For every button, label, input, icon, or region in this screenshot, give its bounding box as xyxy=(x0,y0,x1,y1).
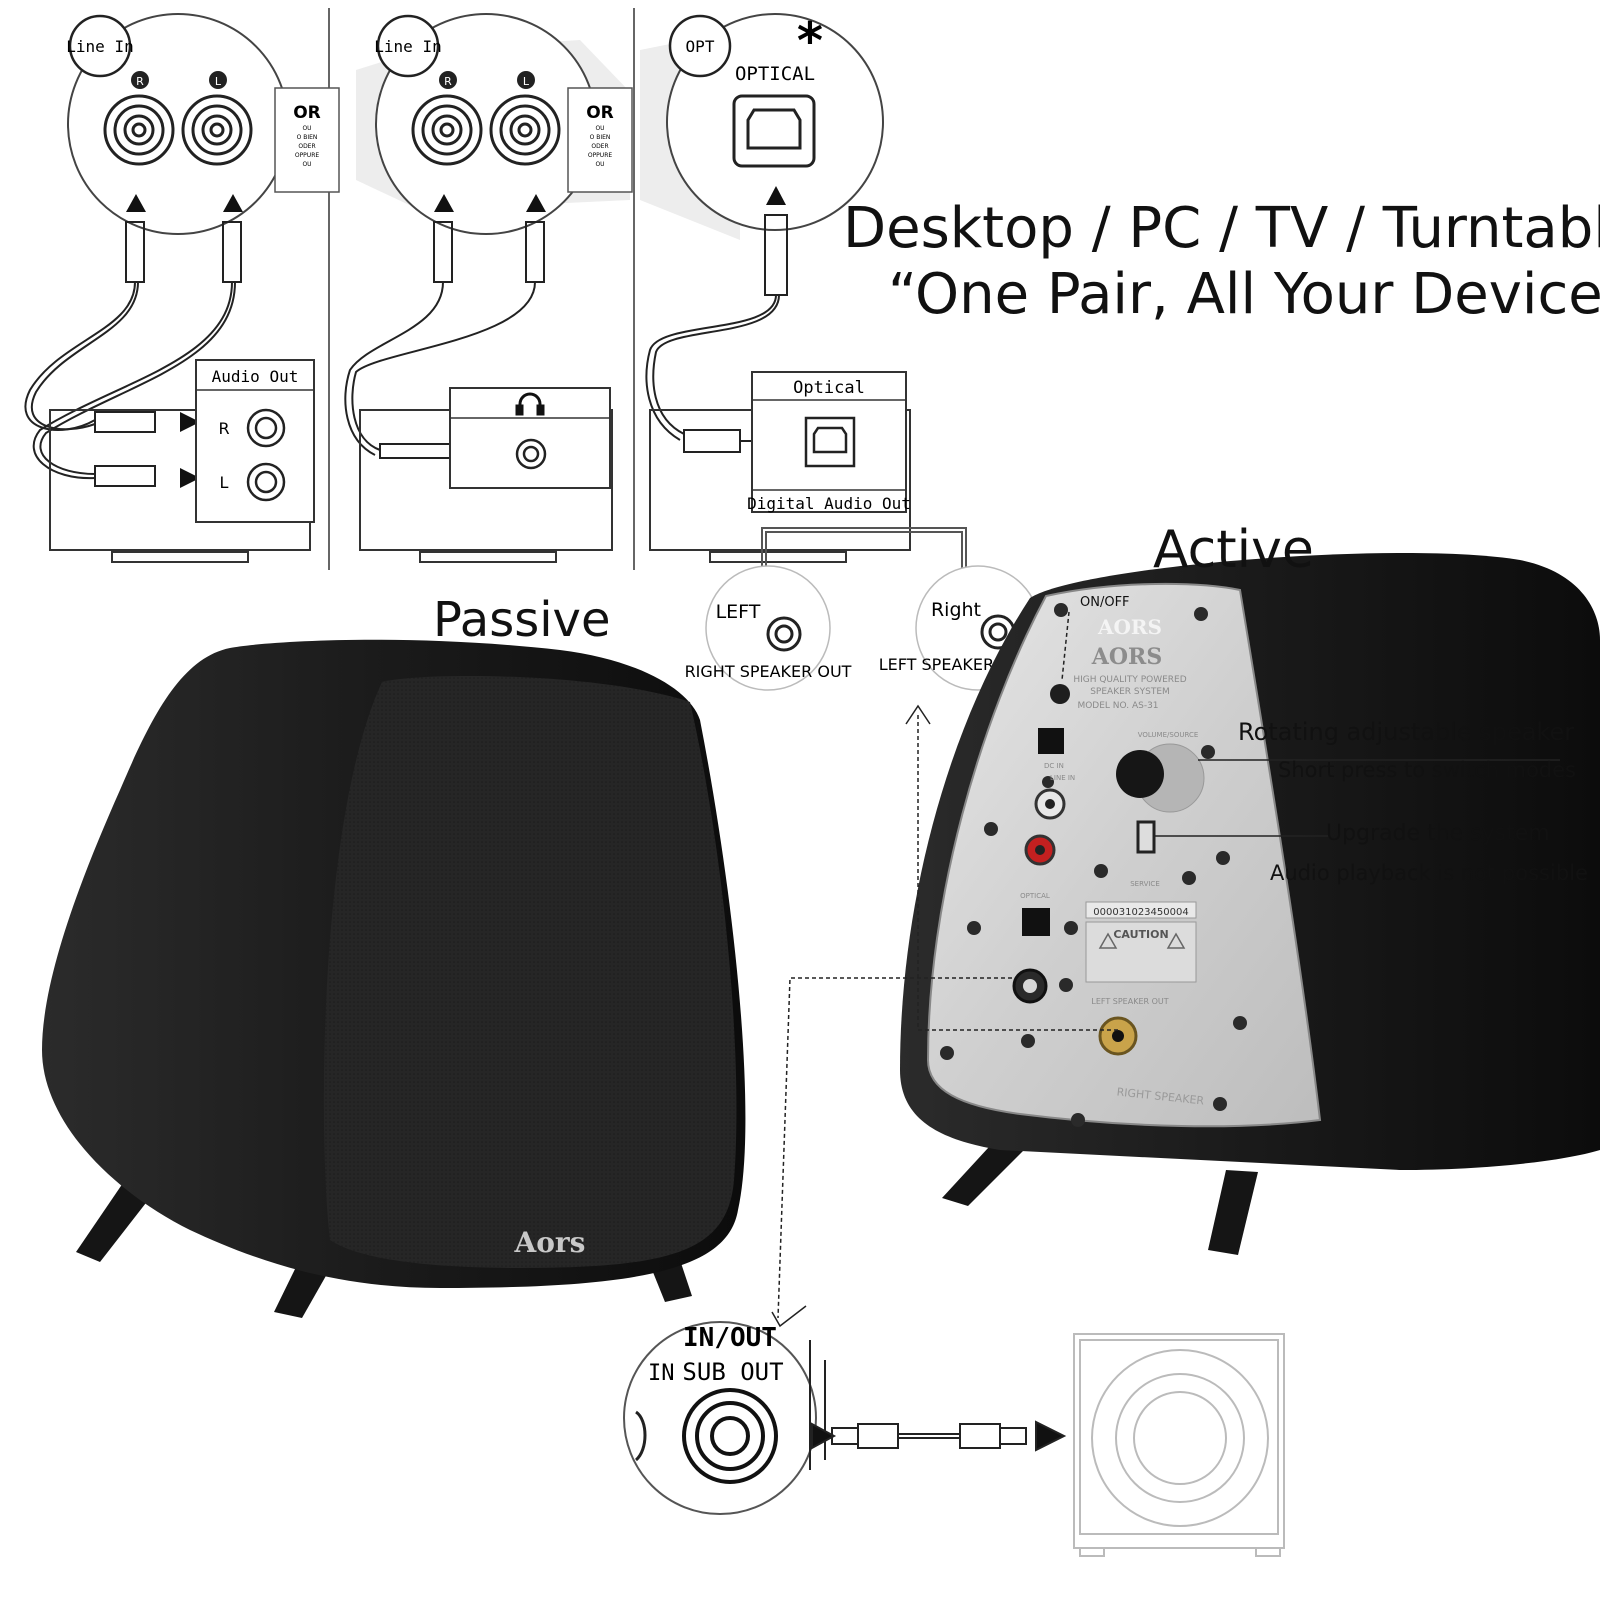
panel-model-2: SPEAKER SYSTEM xyxy=(1090,687,1170,697)
sub-side-label: IN xyxy=(648,1361,675,1386)
rca-input-red xyxy=(1024,834,1056,866)
optical-label: OPTICAL xyxy=(1020,892,1050,900)
panel-3-asterisk: * xyxy=(797,12,823,70)
feature-short-press: Short press to switch modes xyxy=(1278,758,1576,782)
subwoofer-icon xyxy=(1073,1333,1285,1557)
panel-1-r-marker: R xyxy=(136,75,144,88)
sub-out-callout: IN/OUT IN SUB OUT xyxy=(623,1321,826,1515)
sub-jack-icon xyxy=(682,1388,778,1484)
panel-1-source-title: Audio Out xyxy=(212,367,299,386)
feature-audio-not-possible: Audio playback is not possible xyxy=(1270,861,1588,885)
caution-label: CAUTION xyxy=(1113,928,1168,941)
sub-cable xyxy=(811,1420,1067,1452)
panel-1-source-l: L xyxy=(220,473,229,492)
speaker-out-left-title: LEFT xyxy=(716,601,761,623)
feature-upgrade: Upgrade the system xyxy=(1326,821,1550,846)
feature-rotating: Rotating adjustable speaker xyxy=(1238,718,1575,746)
panel-1-source-r: R xyxy=(218,419,229,438)
optical-port-icon xyxy=(804,416,856,468)
sub-header: IN/OUT xyxy=(683,1323,777,1353)
speaker-out-right-title: Right xyxy=(931,599,981,621)
speaker-binding-post xyxy=(1098,1016,1138,1056)
headline-line-1: Desktop / PC / TV / Turntable xyxy=(843,196,1600,261)
panel-3-badge: OPT xyxy=(686,37,715,56)
panel-2-r-marker: R xyxy=(444,75,452,88)
power-button[interactable] xyxy=(1050,684,1070,704)
sub-out-jack xyxy=(1012,968,1048,1004)
serial-number: 000031023450004 xyxy=(1093,907,1188,918)
dc-in-port xyxy=(1038,728,1064,754)
rca-input-white xyxy=(1034,788,1066,820)
rca-jack-icon xyxy=(411,94,561,166)
headline-line-2: “One Pair, All Your Devices xyxy=(888,262,1600,327)
panel-2-l-marker: L xyxy=(523,75,530,88)
active-label: Active xyxy=(1153,520,1314,580)
volume-label: VOLUME/SOURCE xyxy=(1138,731,1199,739)
panel-brand-engraved: AORS xyxy=(1091,644,1162,670)
service-label: SERVICE xyxy=(1130,880,1160,888)
callout-leaders xyxy=(771,611,1560,1328)
volume-knob[interactable] xyxy=(1116,750,1164,798)
panel-2-or: OR xyxy=(586,103,614,123)
panel-3-optical: OPT * OPTICAL Optical Digital Audio Out xyxy=(640,12,911,563)
binding-post-icon xyxy=(766,616,802,652)
dc-in-label: DC IN xyxy=(1044,762,1064,770)
passive-label: Passive xyxy=(433,592,611,648)
headphone-icon xyxy=(515,392,545,416)
active-speaker: AORS AORS HIGH QUALITY POWERED SPEAKER S… xyxy=(900,552,1600,1255)
passive-speaker: Aors xyxy=(42,639,746,1318)
speaker-out-left-caption: RIGHT SPEAKER OUT xyxy=(685,662,852,681)
panel-1-or: OR xyxy=(293,103,321,123)
panel-1-badge: Line In xyxy=(66,37,133,56)
speaker-out-left-callout: LEFT RIGHT SPEAKER OUT xyxy=(685,565,852,691)
panel-2-badge: Line In xyxy=(374,37,441,56)
optical-port-icon xyxy=(732,94,816,168)
power-label: ON/OFF xyxy=(1080,595,1130,610)
panel-1-l-marker: L xyxy=(215,75,222,88)
front-brand-logo: Aors xyxy=(514,1226,586,1259)
left-speaker-out-label: LEFT SPEAKER OUT xyxy=(1091,997,1168,1006)
optical-input-port xyxy=(1022,908,1050,936)
panel-brand: AORS xyxy=(1097,615,1162,639)
sub-out-label: SUB OUT xyxy=(682,1358,783,1386)
panel-model-1: HIGH QUALITY POWERED xyxy=(1073,675,1186,685)
panel-3-source-footer: Digital Audio Out xyxy=(747,494,911,513)
panel-model-3: MODEL NO. AS-31 xyxy=(1077,701,1158,711)
speaker-wire xyxy=(761,527,967,590)
rca-jack-icon xyxy=(103,94,253,166)
panel-3-port-label: OPTICAL xyxy=(735,63,815,85)
panel-3-source-title: Optical xyxy=(793,378,865,398)
line-in-label: LINE IN xyxy=(1050,774,1075,782)
usb-service-port[interactable] xyxy=(1136,820,1156,854)
